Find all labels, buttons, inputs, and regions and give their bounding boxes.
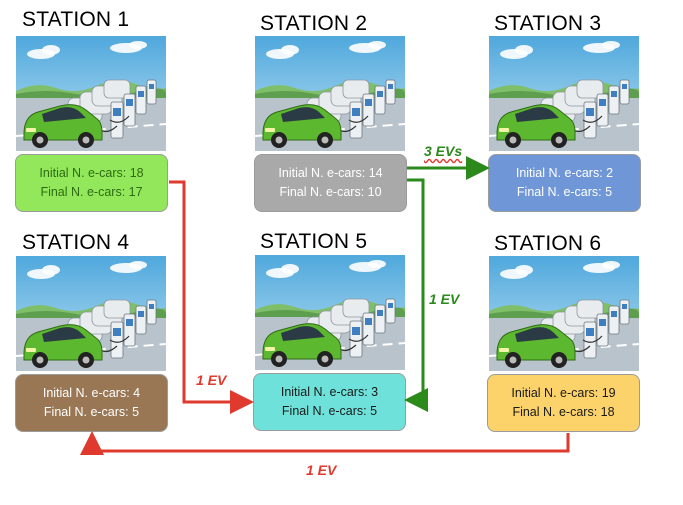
station-3-title: STATION 3 [494,12,602,35]
station-6-info-box: Initial N. e-cars: 19 Final N. e-cars: 1… [487,374,640,432]
station-5-title: STATION 5 [260,230,368,253]
station-1-title: STATION 1 [22,8,130,31]
station-6-final: Final N. e-cars: 18 [512,405,615,419]
station-6-title: STATION 6 [494,232,602,255]
station-2-title: STATION 2 [260,12,368,35]
flow-label-6-to-4: 1 EV [306,462,337,478]
flow-arrow-2-to-5 [404,178,428,412]
flow-label-2-to-3: 3 EVs [424,143,463,159]
station-4-title: STATION 4 [22,231,130,254]
flow-label-2-to-5: 1 EV [429,291,460,307]
station-1-initial: Initial N. e-cars: 18 [39,166,144,180]
station-5-initial: Initial N. e-cars: 3 [280,385,379,399]
station-2-info-box: Initial N. e-cars: 14 Final N. e-cars: 1… [254,154,407,212]
station-5-info-box: Initial N. e-cars: 3 Final N. e-cars: 5 [253,373,406,431]
station-4-initial: Initial N. e-cars: 4 [42,386,141,400]
station-4-final: Final N. e-cars: 5 [43,405,140,419]
station-5-final: Final N. e-cars: 5 [281,404,378,418]
flow-label-1-to-5: 1 EV [196,372,227,388]
station-2-final: Final N. e-cars: 10 [279,185,382,199]
station-3-info-box: Initial N. e-cars: 2 Final N. e-cars: 5 [488,154,641,212]
flow-arrow-1-to-5 [169,180,254,414]
flow-arrow-6-to-4 [80,431,570,455]
station-3-initial: Initial N. e-cars: 2 [515,166,614,180]
station-6-initial: Initial N. e-cars: 19 [511,386,616,400]
station-1-final: Final N. e-cars: 17 [40,185,143,199]
station-1-info-box: Initial N. e-cars: 18 Final N. e-cars: 1… [15,154,168,212]
station-3-final: Final N. e-cars: 5 [516,185,613,199]
station-2-initial: Initial N. e-cars: 14 [278,166,383,180]
